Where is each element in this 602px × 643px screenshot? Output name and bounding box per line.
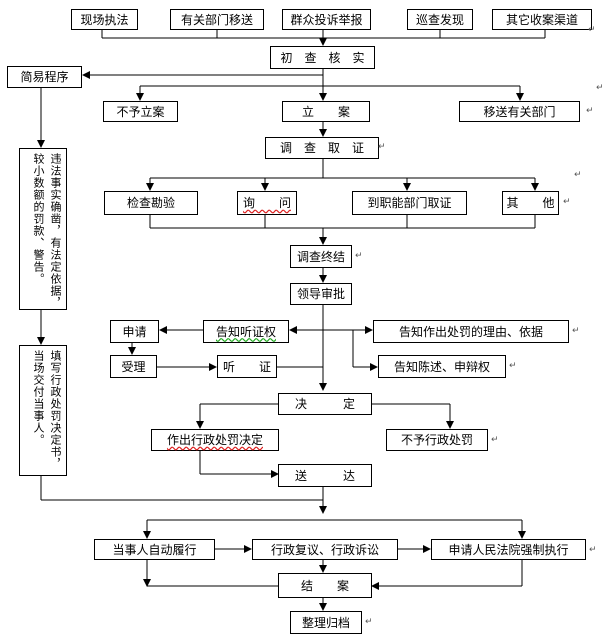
- simple-text-line-2: 较小数额的罚款、警告。: [32, 153, 45, 285]
- evidence-department-label: 到职能部门取证: [367, 196, 452, 210]
- accept-node: 受理: [110, 355, 157, 378]
- make-decision-node: 作出行政处罚决定: [151, 429, 279, 451]
- apply-node: 申请: [110, 320, 159, 343]
- simple-procedure-label: 简易程序: [20, 70, 69, 84]
- source-department-transfer-label: 有关部门移送: [180, 12, 253, 27]
- transfer-label: 移送有关部门: [483, 104, 556, 119]
- paragraph-mark-icon: ↵: [491, 435, 499, 445]
- evidence-department: 到职能部门取证: [352, 191, 467, 215]
- file-case-label: 立 案: [301, 104, 350, 119]
- paragraph-mark-icon: ↵: [365, 617, 373, 627]
- apply-label: 申请: [122, 324, 147, 339]
- leader-approval-label: 领导审批: [296, 287, 345, 301]
- no-penalty-label: 不予行政处罚: [400, 433, 473, 447]
- self-perform-node: 当事人自动履行: [94, 539, 215, 560]
- simple-text-line-1: 违法事实确凿，有法定依据，: [49, 153, 62, 309]
- simple-text-line-3: 填写行政处罚决定书，: [49, 350, 62, 470]
- notify-hearing-label: 告知听证权: [215, 324, 276, 339]
- evidence-inquiry: 询 问: [237, 191, 297, 215]
- source-other-label: 其它收案渠道: [505, 12, 578, 27]
- enforce-node: 申请人民法院强制执行: [431, 539, 586, 560]
- hearing-node: 听 证: [217, 355, 277, 378]
- make-decision-label: 作出行政处罚决定: [166, 433, 263, 447]
- source-other: 其它收案渠道: [492, 9, 592, 30]
- simple-procedure-detail: 违法事实确凿，有法定依据， 较小数额的罚款、警告。: [19, 148, 67, 310]
- file-case-node: 立 案: [282, 101, 370, 122]
- close-case-label: 结 案: [300, 578, 349, 593]
- review-node: 行政复议、行政诉讼: [252, 539, 398, 560]
- paragraph-mark-icon: ↵: [588, 25, 596, 35]
- archive-node: 整理归档: [290, 611, 362, 634]
- notify-reason-label: 告知作出处罚的理由、依据: [398, 324, 543, 339]
- paragraph-mark-icon: ↵: [509, 361, 517, 371]
- source-patrol-label: 巡查发现: [415, 12, 464, 27]
- source-public-complaint-label: 群众投诉举报: [290, 12, 363, 27]
- leader-approval-node: 领导审批: [290, 283, 352, 305]
- paragraph-mark-icon: ↵: [574, 170, 582, 180]
- paragraph-mark-icon: ↵: [378, 142, 386, 152]
- paragraph-mark-icon: ↵: [596, 83, 602, 93]
- investigate-node: 调 查 取 证: [265, 137, 379, 159]
- self-perform-label: 当事人自动履行: [112, 542, 197, 557]
- archive-label: 整理归档: [301, 615, 350, 630]
- evidence-inspection: 检查勘验: [104, 191, 198, 215]
- notify-statement-node: 告知陈述、申辩权: [378, 355, 506, 378]
- evidence-other: 其 他: [502, 191, 559, 215]
- close-case-node: 结 案: [278, 573, 372, 598]
- transfer-node: 移送有关部门: [459, 101, 580, 122]
- paragraph-mark-icon: ↵: [586, 106, 594, 116]
- notify-reason-node: 告知作出处罚的理由、依据: [373, 320, 569, 343]
- accept-label: 受理: [121, 359, 146, 374]
- source-on-site-label: 现场执法: [80, 12, 129, 27]
- source-public-complaint: 群众投诉举报: [282, 9, 371, 30]
- source-on-site: 现场执法: [71, 9, 138, 30]
- no-case-node: 不予立案: [103, 101, 178, 122]
- decision-label: 决 定: [294, 397, 355, 411]
- hearing-label: 听 证: [222, 359, 271, 374]
- enforce-label: 申请人民法院强制执行: [448, 542, 569, 557]
- deliver-label: 送 达: [294, 468, 355, 483]
- paragraph-mark-icon: ↵: [355, 251, 363, 261]
- simple-procedure-delivery: 填写行政处罚决定书， 当场交付当事人。: [19, 345, 67, 476]
- paragraph-mark-icon: ↵: [572, 326, 580, 336]
- investigate-label: 调 查 取 证: [279, 141, 364, 155]
- initial-check-label: 初 查 核 实: [280, 50, 365, 65]
- simple-text-line-4: 当场交付当事人。: [32, 350, 45, 446]
- notify-statement-label: 告知陈述、申辩权: [393, 359, 490, 374]
- paragraph-mark-icon: ↵: [563, 197, 571, 207]
- source-department-transfer: 有关部门移送: [170, 9, 264, 30]
- notify-hearing-node: 告知听证权: [203, 320, 289, 343]
- source-patrol: 巡查发现: [407, 9, 473, 30]
- deliver-node: 送 达: [278, 464, 372, 487]
- investigation-end-node: 调查终结: [290, 245, 352, 268]
- no-penalty-node: 不予行政处罚: [386, 429, 488, 451]
- decision-node: 决 定: [278, 393, 372, 415]
- evidence-other-label: 其 他: [506, 196, 555, 210]
- simple-procedure-node: 简易程序: [7, 66, 82, 88]
- initial-check-node: 初 查 核 实: [270, 46, 375, 69]
- review-label: 行政复议、行政诉讼: [270, 542, 379, 557]
- paragraph-mark-icon: ↵: [589, 545, 597, 555]
- no-case-label: 不予立案: [116, 104, 165, 119]
- investigation-end-label: 调查终结: [296, 249, 345, 264]
- evidence-inspection-label: 检查勘验: [126, 196, 175, 210]
- evidence-inquiry-label: 询 问: [242, 196, 291, 210]
